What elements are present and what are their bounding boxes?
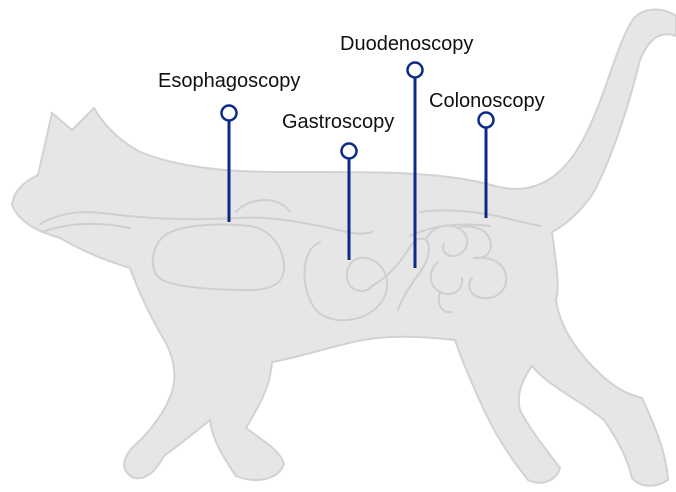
gastroscopy-label: Gastroscopy xyxy=(282,112,394,132)
pin-marker-icon xyxy=(479,113,494,128)
pin-marker-icon xyxy=(222,106,237,121)
duodenoscopy-label: Duodenoscopy xyxy=(340,34,473,54)
esophagoscopy-label: Esophagoscopy xyxy=(158,71,300,91)
colonoscopy-label: Colonoscopy xyxy=(429,91,545,111)
pin-marker-icon xyxy=(342,144,357,159)
pin-marker-icon xyxy=(408,63,423,78)
cat-silhouette-icon xyxy=(12,10,676,486)
